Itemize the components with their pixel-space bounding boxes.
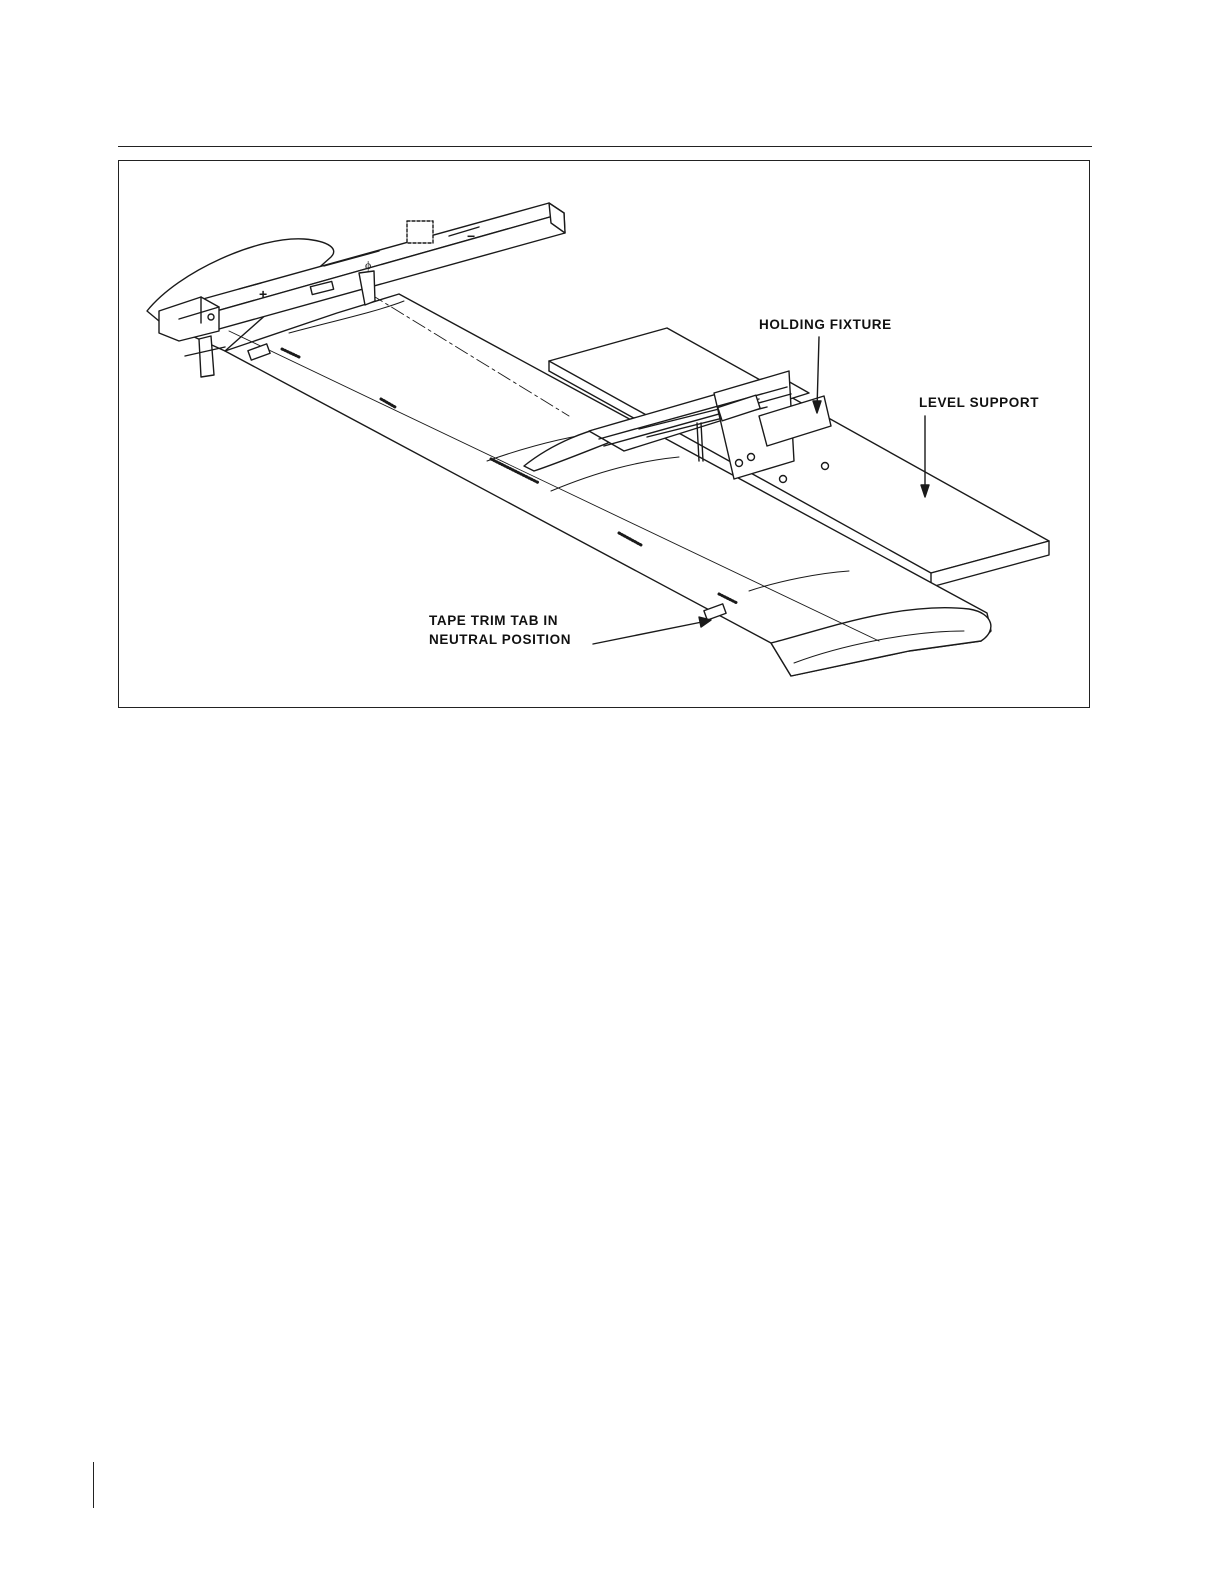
zero-mark: ϕ xyxy=(365,258,371,272)
tape-trim-tab-label-line2: NEUTRAL POSITION xyxy=(429,631,571,649)
plus-mark: + xyxy=(259,286,267,302)
tape-trim-tab-label-line1: TAPE TRIM TAB IN xyxy=(429,612,558,630)
aileron-balance-illustration: + ϕ − xyxy=(119,161,1089,707)
figure-frame: + ϕ − HOLDING FIXTURE LEVEL SUPPORT TAPE… xyxy=(118,160,1090,708)
holding-fixture-label: HOLDING FIXTURE xyxy=(759,316,892,334)
header-rule xyxy=(118,146,1092,147)
level-support-label: LEVEL SUPPORT xyxy=(919,394,1039,412)
minus-mark: − xyxy=(467,228,475,244)
margin-rule xyxy=(93,1462,94,1508)
